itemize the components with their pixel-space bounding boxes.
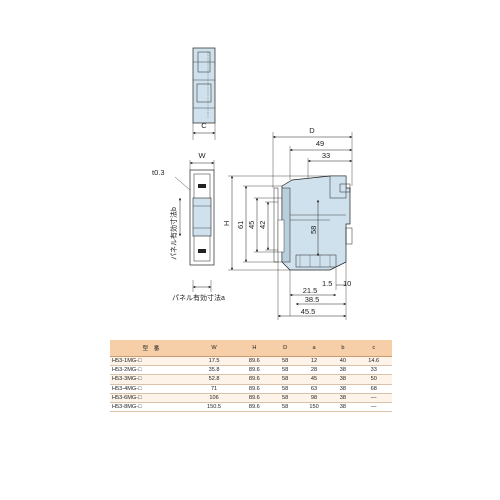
cell-model: H53-4MG-□	[110, 384, 192, 394]
cell-c: 33	[355, 365, 392, 376]
front-view: W t0.3 パネル有効寸法b パネル有効寸法a	[152, 151, 225, 302]
cell-d: 58	[272, 384, 298, 394]
cell-h: 89.6	[236, 384, 273, 394]
cell-d: 58	[272, 374, 298, 385]
side-view: D 49 33 H 61 45 42 58	[222, 126, 353, 320]
table-row: H53-3MG-□ 52.8 89.6 58 45 38 50	[110, 374, 392, 385]
cell-b: 38	[330, 365, 356, 376]
plate-thickness-label: t0.3	[152, 168, 165, 177]
h-dim-label: H	[222, 221, 231, 226]
cell-c: 14.6	[355, 356, 392, 367]
table-row: H53-2MG-□ 35.8 89.6 58 28 38 33	[110, 365, 392, 376]
cell-model: H53-3MG-□	[110, 374, 192, 385]
panel-effective-b-label: パネル有効寸法b	[169, 207, 178, 260]
cell-a: 12	[297, 356, 331, 367]
dim-38-5-label: 38.5	[305, 295, 320, 304]
cell-model: H53-8MG-□	[110, 402, 192, 413]
cell-h: 89.6	[236, 365, 273, 376]
cell-b: 38	[330, 402, 356, 413]
cell-h: 89.6	[236, 402, 273, 413]
header-d: D	[272, 340, 298, 357]
cell-model: H53-6MG-□	[110, 393, 192, 403]
table-row: H53-6MG-□ 106 89.6 58 98 38 —	[110, 393, 392, 403]
cell-c: 50	[355, 374, 392, 385]
cell-d: 58	[272, 393, 298, 403]
table-row: H53-8MG-□ 150.5 89.6 58 150 38 —	[110, 402, 392, 413]
table-header-row: 型 番 W H D a b c	[110, 340, 392, 357]
cell-w: 17.5	[192, 356, 237, 367]
cell-w: 106	[192, 393, 237, 403]
dim-1-5-label: 1.5	[322, 279, 332, 288]
d-dim-label: D	[309, 126, 315, 135]
c-dim-label: C	[201, 121, 207, 130]
header-b: b	[330, 340, 356, 357]
spec-table: 型 番 W H D a b c H53-1MG-□ 17.5 89.6 58 1…	[110, 340, 392, 413]
header-a: a	[297, 340, 331, 357]
cell-w: 71	[192, 384, 237, 394]
header-model: 型 番	[110, 340, 192, 357]
top-view: C	[192, 47, 216, 140]
dim-58-label: 58	[309, 226, 318, 234]
cell-c: —	[355, 393, 392, 403]
cell-h: 89.6	[236, 393, 273, 403]
cell-c: 68	[355, 384, 392, 394]
cell-a: 98	[297, 393, 331, 403]
cell-h: 89.6	[236, 374, 273, 385]
cell-b: 40	[330, 356, 356, 367]
cell-c: —	[355, 402, 392, 413]
dim-21-5-label: 21.5	[303, 286, 318, 295]
panel-effective-a-label: パネル有効寸法a	[172, 293, 225, 302]
dim-33-label: 33	[322, 151, 330, 160]
header-c: c	[355, 340, 392, 357]
cell-a: 45	[297, 374, 331, 385]
cell-d: 58	[272, 365, 298, 376]
table-row: H53-4MG-□ 71 89.6 58 63 38 68	[110, 384, 392, 394]
cell-model: H53-1MG-□	[110, 356, 192, 367]
header-w: W	[192, 340, 237, 357]
cell-b: 38	[330, 393, 356, 403]
cell-a: 28	[297, 365, 331, 376]
w-dim-label: W	[198, 151, 206, 160]
cell-a: 150	[297, 402, 331, 413]
table-row: H53-1MG-□ 17.5 89.6 58 12 40 14.6	[110, 356, 392, 367]
cell-model: H53-2MG-□	[110, 365, 192, 376]
cell-w: 150.5	[192, 402, 237, 413]
dim-49-label: 49	[316, 139, 324, 148]
cell-b: 38	[330, 384, 356, 394]
cell-a: 63	[297, 384, 331, 394]
dim-42-label: 42	[258, 221, 267, 229]
dim-10-label: 10	[343, 279, 351, 288]
dim-61-label: 61	[236, 221, 245, 229]
dim-45-5-label: 45.5	[301, 307, 316, 316]
header-h: H	[236, 340, 273, 357]
cell-h: 89.6	[236, 356, 273, 367]
cell-w: 35.8	[192, 365, 237, 376]
cell-d: 58	[272, 356, 298, 367]
dim-45-label: 45	[247, 221, 256, 229]
cell-w: 52.8	[192, 374, 237, 385]
cell-b: 38	[330, 374, 356, 385]
cell-d: 58	[272, 402, 298, 413]
